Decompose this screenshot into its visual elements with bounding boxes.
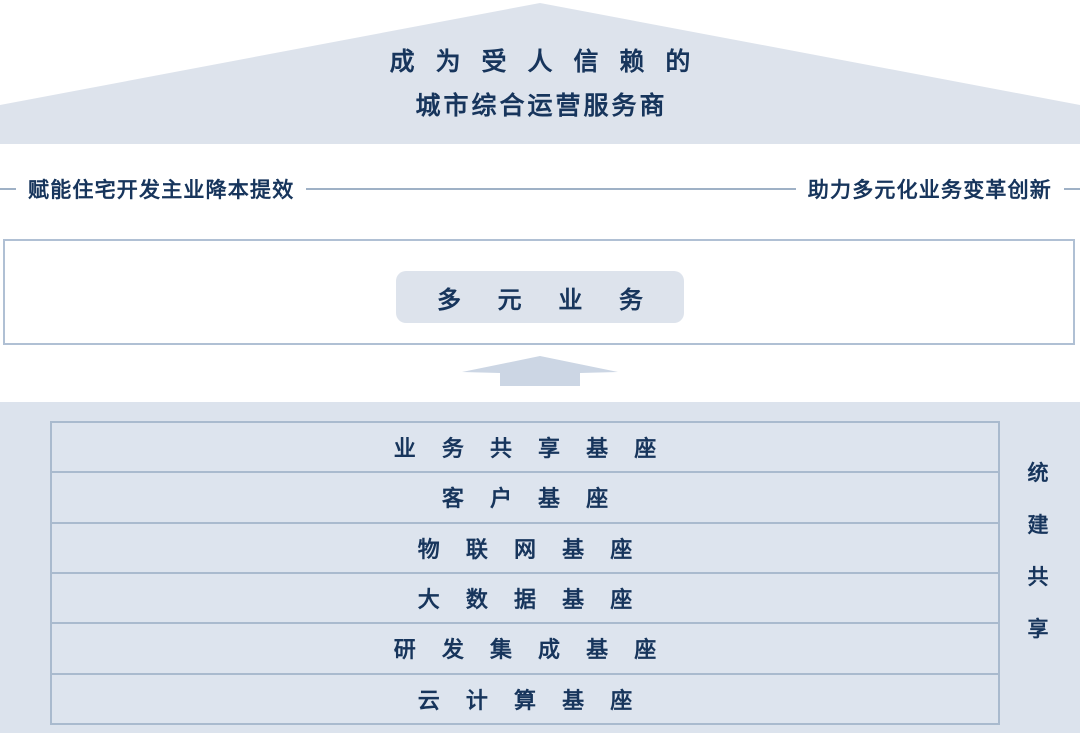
- vision-title-line-1: 成 为 受 人 信 赖 的: [389, 48, 698, 76]
- band-dash-left: [0, 188, 16, 190]
- strategy-band: 赋能住宅开发主业降本提效 助力多元化业务变革创新: [0, 168, 1080, 210]
- base-row[interactable]: 大 数 据 基 座: [52, 573, 998, 625]
- base-row[interactable]: 业 务 共 享 基 座: [52, 423, 998, 474]
- base-row-label: 业 务 共 享 基 座: [393, 436, 667, 462]
- base-row-label: 云 计 算 基 座: [417, 687, 643, 713]
- vision-title: 成 为 受 人 信 赖 的 城市综合运营服务商: [0, 40, 1080, 128]
- band-dash-right: [1064, 188, 1080, 190]
- base-row-label: 大 数 据 基 座: [417, 587, 643, 613]
- diverse-business-label: 多 元 业 务: [436, 286, 658, 314]
- base-row[interactable]: 客 户 基 座: [52, 473, 998, 524]
- base-row-label: 物 联 网 基 座: [417, 536, 643, 562]
- diverse-business-pill[interactable]: 多 元 业 务: [396, 271, 684, 323]
- base-row[interactable]: 研 发 集 成 基 座: [52, 624, 998, 675]
- side-label-char: 建: [1027, 514, 1049, 537]
- band-dash-middle: [306, 188, 796, 190]
- side-label-char: 共: [1027, 566, 1049, 589]
- base-row-label: 研 发 集 成 基 座: [393, 637, 667, 663]
- side-label-char: 享: [1027, 618, 1049, 641]
- side-vertical-label: 统 建 共 享: [1016, 448, 1060, 656]
- band-label-right: 助力多元化业务变革创新: [807, 179, 1052, 202]
- band-label-left: 赋能住宅开发主业降本提效: [28, 179, 295, 202]
- side-label-char: 统: [1027, 462, 1049, 485]
- base-row[interactable]: 云 计 算 基 座: [52, 674, 998, 723]
- platform-base-list: 业 务 共 享 基 座 客 户 基 座 物 联 网 基 座 大 数 据 基 座 …: [50, 421, 1000, 725]
- vision-title-line-2: 城市综合运营服务商: [415, 92, 668, 120]
- base-row[interactable]: 物 联 网 基 座: [52, 523, 998, 574]
- base-row-label: 客 户 基 座: [441, 486, 619, 512]
- arrow-up-icon: [440, 350, 640, 394]
- roof-shape: [0, 0, 1080, 146]
